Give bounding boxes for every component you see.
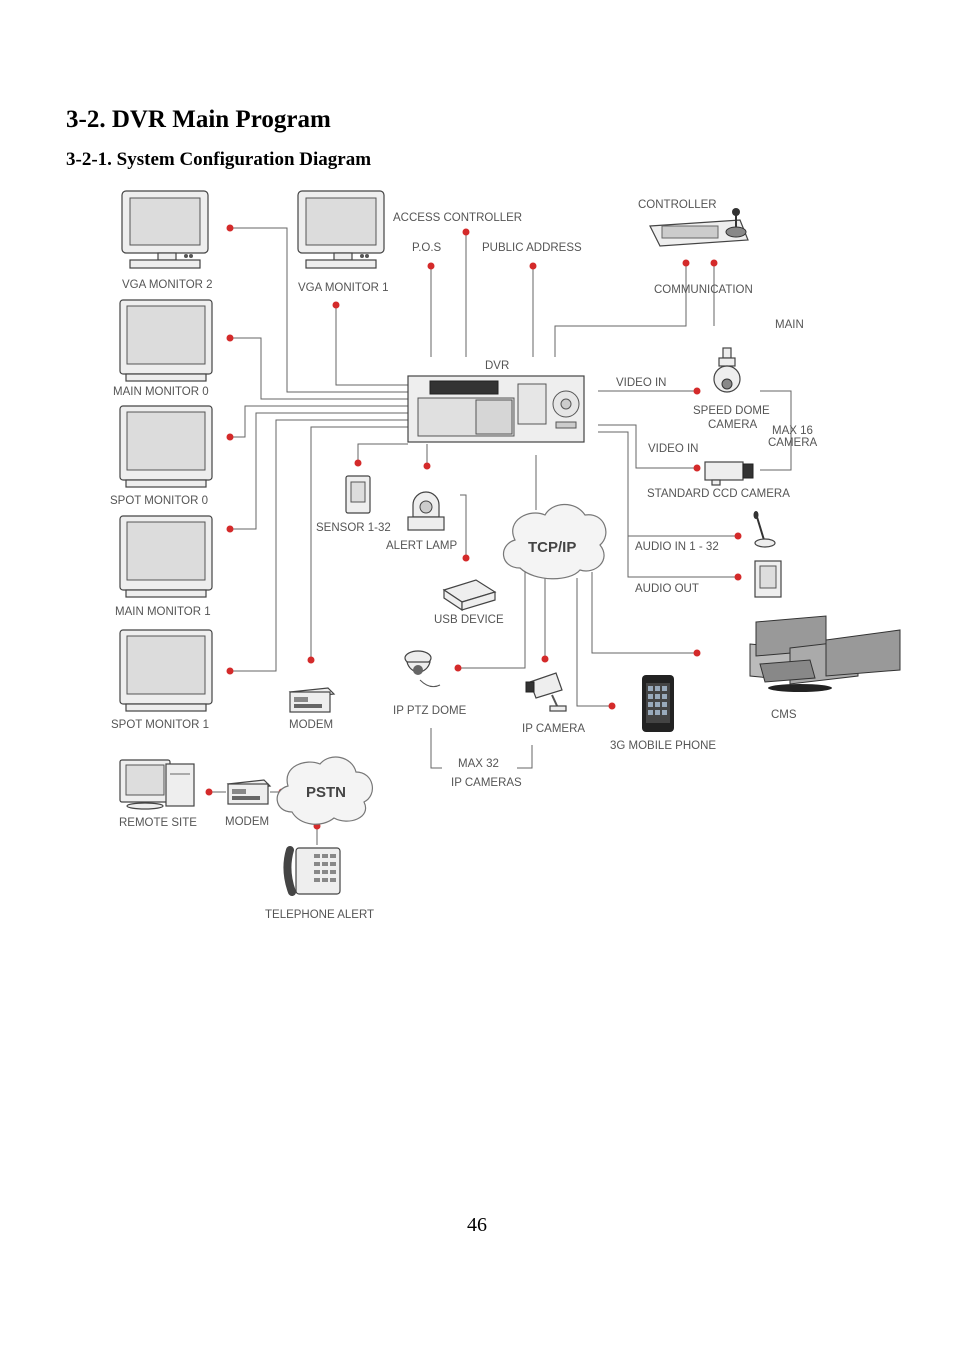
label-max16-line1: MAX 16 [772, 425, 813, 437]
label-access-controller: ACCESS CONTROLLER [393, 212, 522, 224]
main-monitor-0-icon [119, 299, 213, 382]
standard-ccd-camera-icon [704, 461, 754, 486]
label-controller: CONTROLLER [638, 199, 717, 211]
mobile-phone-icon [642, 675, 674, 732]
label-audio-in: AUDIO IN 1 - 32 [635, 541, 719, 553]
alert-lamp-icon [407, 491, 445, 531]
telephone-icon [283, 846, 341, 896]
label-main: MAIN [775, 319, 804, 331]
label-dvr: DVR [485, 360, 509, 372]
label-audio-out: AUDIO OUT [635, 583, 699, 595]
label-vga-monitor-1: VGA MONITOR 1 [298, 282, 389, 294]
tcp-ip-cloud-icon [503, 503, 607, 580]
usb-device-icon [442, 579, 497, 612]
label-video-in-1: VIDEO IN [616, 377, 666, 389]
remote-site-computer-icon [119, 759, 195, 810]
label-telephone-alert: TELEPHONE ALERT [265, 909, 374, 921]
speaker-icon [754, 560, 782, 598]
ip-ptz-dome-icon [404, 650, 441, 688]
label-video-in-2: VIDEO IN [648, 443, 698, 455]
pstn-cloud-icon [276, 756, 373, 825]
label-ip-camera: IP CAMERA [522, 723, 585, 735]
modem-bottom-icon [226, 779, 272, 805]
label-vga-monitor-2: VGA MONITOR 2 [122, 279, 213, 291]
label-ip-ptz-dome: IP PTZ DOME [393, 705, 467, 717]
label-usb-device: USB DEVICE [434, 614, 504, 626]
controller-icon [649, 208, 749, 247]
label-communication: COMMUNICATION [654, 284, 753, 296]
page-number: 46 [467, 1214, 487, 1236]
label-main-monitor-1: MAIN MONITOR 1 [115, 606, 211, 618]
connection-points [205, 224, 742, 830]
label-spot-monitor-1: SPOT MONITOR 1 [111, 719, 209, 731]
label-modem-bottom: MODEM [225, 816, 269, 828]
label-public-address: PUBLIC ADDRESS [482, 242, 582, 254]
label-modem-top: MODEM [289, 719, 333, 731]
sensor-icon [345, 475, 371, 514]
label-sensor: SENSOR 1-32 [316, 522, 391, 534]
connection-wires [210, 227, 792, 845]
label-spot-monitor-0: SPOT MONITOR 0 [110, 495, 208, 507]
speed-dome-camera-icon [713, 347, 741, 393]
label-speed-dome-line2: CAMERA [708, 419, 758, 431]
label-max32-line1: MAX 32 [458, 758, 499, 770]
diagram-labels: VGA MONITOR 2 VGA MONITOR 1 MAIN MONITOR… [110, 199, 818, 921]
label-max32-line2: IP CAMERAS [451, 777, 522, 789]
label-pstn: PSTN [306, 784, 346, 801]
vga-monitor-2-icon [121, 190, 209, 269]
label-3g-mobile-phone: 3G MOBILE PHONE [610, 740, 716, 752]
label-max16-line2: CAMERA [768, 437, 818, 449]
label-speed-dome-line1: SPEED DOME [693, 405, 770, 417]
label-pos: P.O.S [412, 242, 442, 254]
main-monitor-1-icon [119, 515, 213, 598]
ip-camera-icon [525, 672, 567, 712]
subsection-heading: 3-2-1. System Configuration Diagram [66, 149, 372, 170]
spot-monitor-1-icon [119, 629, 213, 712]
cms-screens-icon [749, 615, 901, 692]
label-cms: CMS [771, 709, 797, 721]
vga-monitor-1-icon [297, 190, 385, 269]
microphone-icon [753, 511, 776, 548]
label-main-monitor-0: MAIN MONITOR 0 [113, 386, 209, 398]
modem-icon [288, 687, 336, 713]
label-tcp-ip: TCP/IP [528, 539, 576, 556]
spot-monitor-0-icon [119, 405, 213, 488]
label-alert-lamp: ALERT LAMP [386, 540, 457, 552]
label-standard-ccd-camera: STANDARD CCD CAMERA [647, 488, 790, 500]
section-heading: 3-2. DVR Main Program [66, 106, 331, 133]
label-remote-site: REMOTE SITE [119, 817, 197, 829]
dvr-unit-icon [407, 375, 585, 443]
